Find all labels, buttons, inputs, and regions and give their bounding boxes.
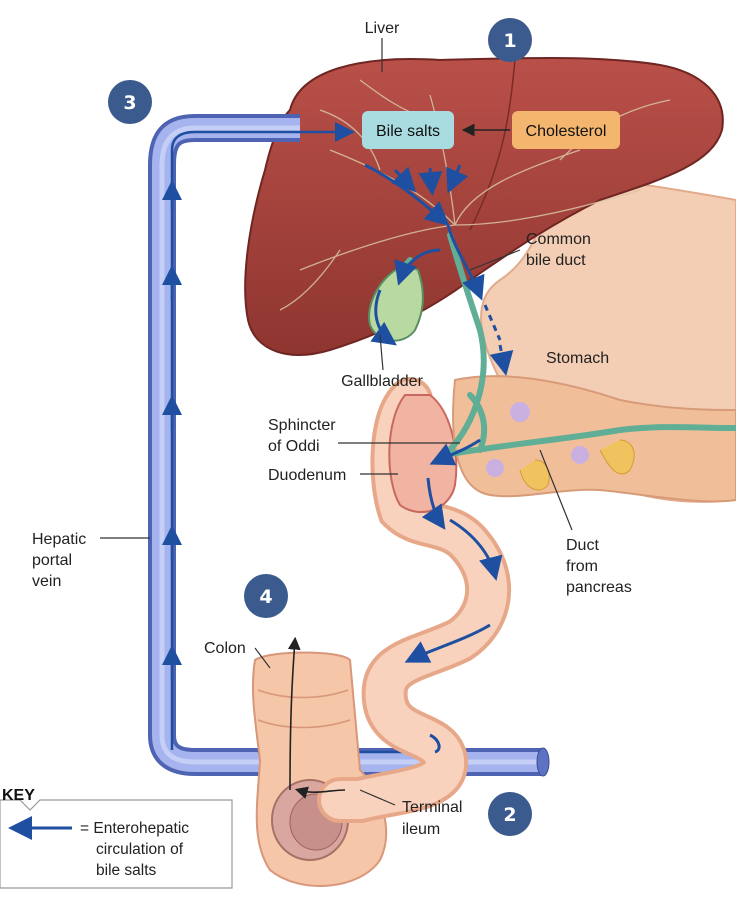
key-line-3: bile salts bbox=[96, 862, 157, 879]
pancreas-shape bbox=[452, 375, 736, 503]
cholesterol-label: Cholesterol bbox=[526, 123, 607, 140]
step-badge-2-number: 2 bbox=[503, 804, 516, 826]
step-badge-1-number: 1 bbox=[503, 30, 516, 52]
hepatic-portal-vein bbox=[148, 114, 550, 777]
duct-pancreas-label-1: Duct bbox=[566, 537, 599, 554]
leader-lines bbox=[100, 38, 573, 806]
bile-flow-arrows bbox=[364, 163, 514, 754]
hepatic-portal-vein-label-2: portal bbox=[32, 552, 72, 569]
liver-lobe-line bbox=[469, 59, 516, 231]
cholesterol-box: Cholesterol bbox=[512, 111, 620, 149]
step-badge-2: 2 bbox=[488, 792, 532, 836]
bile-salts-box: Bile salts bbox=[362, 111, 454, 149]
stomach-label: Stomach bbox=[546, 350, 609, 367]
key-line-2: circulation of bbox=[96, 841, 184, 858]
colon-label: Colon bbox=[204, 640, 246, 657]
gallbladder-label: Gallbladder bbox=[341, 373, 424, 390]
hepatic-portal-vein-label-1: Hepatic bbox=[32, 531, 86, 548]
sphincter-label-2: of Oddi bbox=[268, 438, 320, 455]
sphincter-label-1: Sphincter bbox=[268, 417, 336, 434]
colon-shape bbox=[251, 651, 388, 887]
step-badge-3-number: 3 bbox=[123, 92, 136, 114]
duct-pancreas-label-3: pancreas bbox=[566, 579, 632, 596]
liver-label: Liver bbox=[365, 20, 400, 37]
step-badge-1: 1 bbox=[488, 18, 532, 62]
common-bile-duct-label-2: bile duct bbox=[526, 252, 586, 269]
key-legend: KEY = Enterohepatic circulation of bile … bbox=[0, 787, 233, 889]
terminal-ileum-label-1: Terminal bbox=[402, 799, 462, 816]
colon-arrows bbox=[287, 636, 346, 799]
terminal-ileum-label-2: ileum bbox=[402, 821, 440, 838]
step-badge-3: 3 bbox=[108, 80, 152, 124]
key-title: KEY bbox=[2, 787, 35, 804]
duct-pancreas-label-2: from bbox=[566, 558, 598, 575]
common-bile-duct-label-1: Common bbox=[526, 231, 591, 248]
key-line-1: = Enterohepatic bbox=[80, 820, 189, 837]
duodenum-label: Duodenum bbox=[268, 467, 346, 484]
step-badge-4: 4 bbox=[244, 574, 288, 618]
bile-salts-label: Bile salts bbox=[376, 123, 440, 140]
hepatic-portal-vein-label-3: vein bbox=[32, 573, 61, 590]
step-badge-4-number: 4 bbox=[259, 586, 272, 608]
